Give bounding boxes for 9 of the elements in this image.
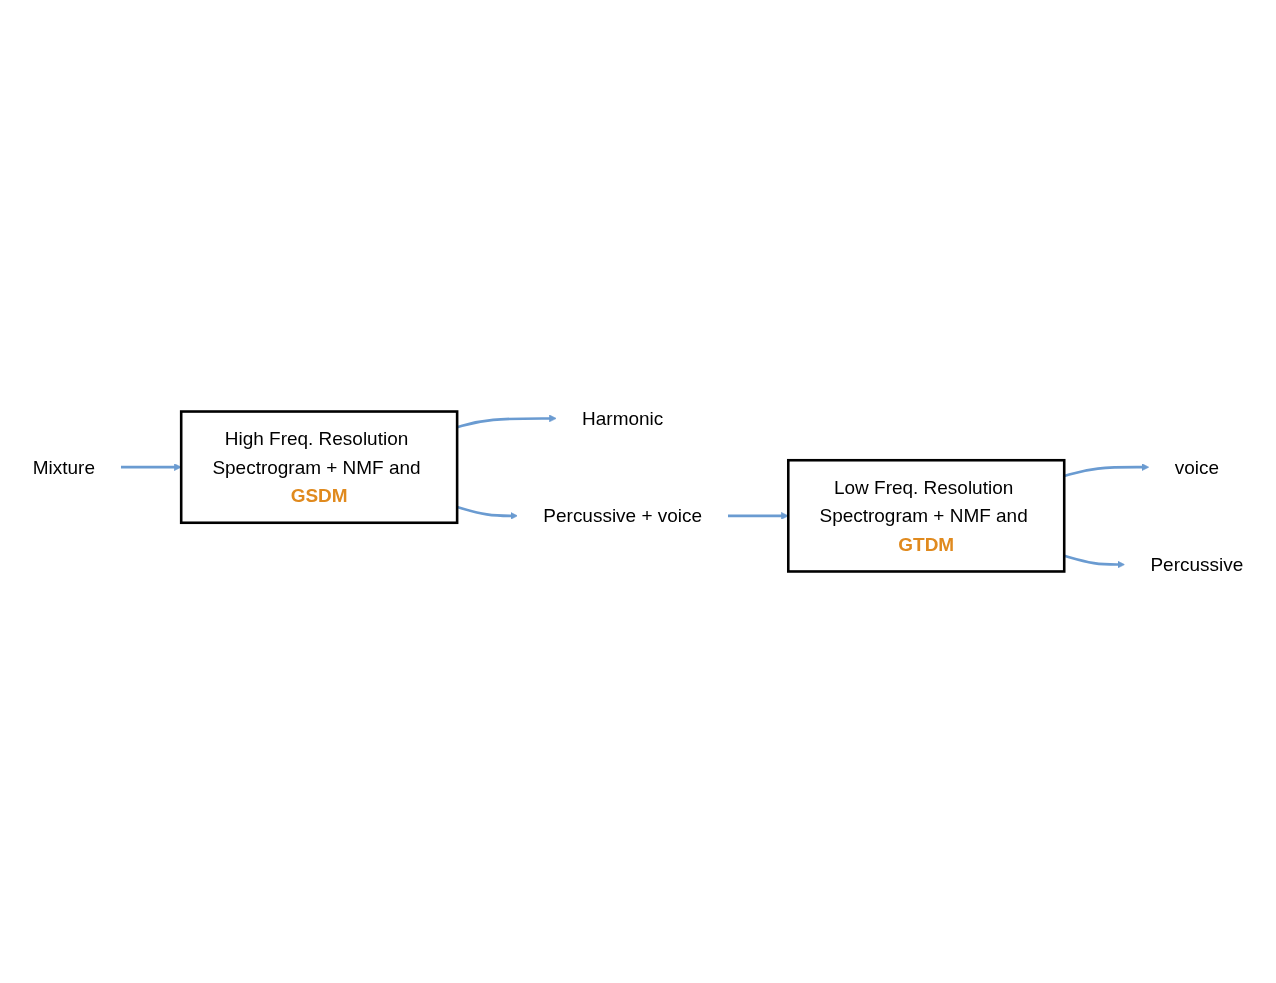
node-text: Percussive + voice bbox=[543, 505, 703, 527]
arrow bbox=[120, 463, 182, 471]
node-text: Mixture bbox=[32, 456, 95, 478]
node-text: voice bbox=[1174, 456, 1219, 478]
node-box: Low Freq. Resolution Spectrogram + NMF and GTDM bbox=[787, 458, 1066, 573]
node-box: High Freq. Resolution Spectrogram + NMF and GSDM bbox=[179, 410, 459, 525]
node-text: Harmonic bbox=[582, 407, 664, 430]
arrow bbox=[727, 512, 789, 520]
node-text: Percussive bbox=[1150, 553, 1244, 576]
